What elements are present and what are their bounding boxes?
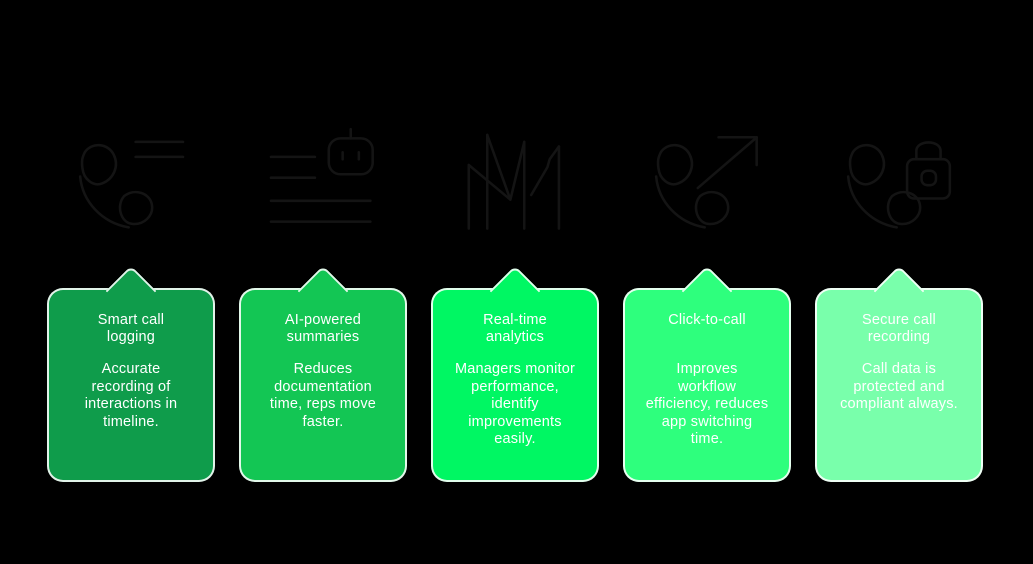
feature-smart-call-logging: Smart call logging Accurate recording of… <box>47 122 215 482</box>
card-body: Call data is protected and compliant alw… <box>840 361 958 412</box>
card-title: Smart call logging <box>97 312 165 345</box>
feature-ai-summaries: AI-powered summaries Reduces documentati… <box>239 122 407 482</box>
card-body: Managers monitor performance, identify i… <box>454 361 576 447</box>
feature-realtime-analytics: Real-time analytics Managers monitor per… <box>431 122 599 482</box>
feature-card: Secure call recording Call data is prote… <box>815 288 983 482</box>
feature-click-to-call: Click-to-call Improves workflow efficien… <box>623 122 791 482</box>
secure-recording-icon <box>815 122 983 238</box>
card-body: Reduces documentation time, reps move fa… <box>269 361 377 430</box>
feature-card: Smart call logging Accurate recording of… <box>47 288 215 482</box>
card-body: Accurate recording of interactions in ti… <box>84 361 178 430</box>
feature-card: Real-time analytics Managers monitor per… <box>431 288 599 482</box>
analytics-chart-icon <box>431 122 599 238</box>
feature-card: Click-to-call Improves workflow efficien… <box>623 288 791 482</box>
ai-summary-icon <box>239 122 407 238</box>
card-body: Improves workflow efficiency, reduces ap… <box>645 361 769 447</box>
call-log-icon <box>47 122 215 238</box>
feature-card: AI-powered summaries Reduces documentati… <box>239 288 407 482</box>
card-title: AI-powered summaries <box>284 312 362 345</box>
card-title: Secure call recording <box>862 312 936 345</box>
feature-secure-recording: Secure call recording Call data is prote… <box>815 122 983 482</box>
card-title: Click-to-call <box>668 312 746 328</box>
card-title: Real-time analytics <box>483 312 547 345</box>
click-to-call-icon <box>623 122 791 238</box>
